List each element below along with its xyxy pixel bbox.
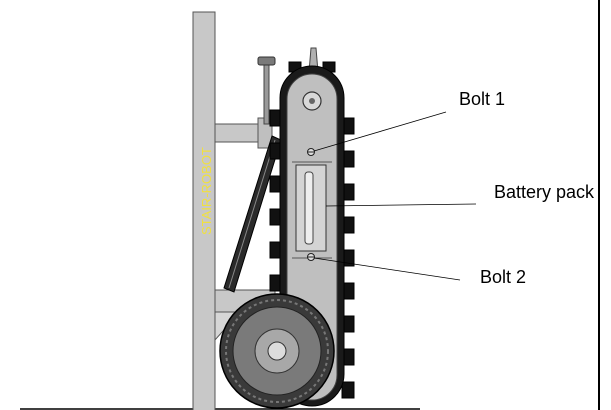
support-column bbox=[192, 11, 216, 410]
track-treads bbox=[269, 61, 355, 399]
drive-wheel-tread-ring bbox=[225, 299, 329, 403]
callout-bolt-2: Bolt 2 bbox=[480, 267, 527, 287]
adjust-knob bbox=[257, 56, 276, 66]
track-tread-right bbox=[341, 381, 355, 399]
frame-right-edge bbox=[598, 0, 611, 410]
adjust-rod bbox=[263, 63, 270, 125]
drive-wheel-axle bbox=[267, 341, 287, 361]
battery-slot bbox=[304, 171, 314, 245]
bolt-1-leader bbox=[313, 111, 447, 152]
callout-battery-pack: Battery pack bbox=[494, 182, 595, 202]
callout-bolt-1: Bolt 1 bbox=[459, 89, 506, 109]
bolt-2-leader bbox=[313, 257, 461, 281]
battery-pack-leader bbox=[325, 203, 477, 207]
column-label: STAIR-ROBOT bbox=[199, 147, 214, 235]
strut-highlight bbox=[228, 139, 276, 289]
top-sprocket-hub bbox=[309, 98, 315, 104]
